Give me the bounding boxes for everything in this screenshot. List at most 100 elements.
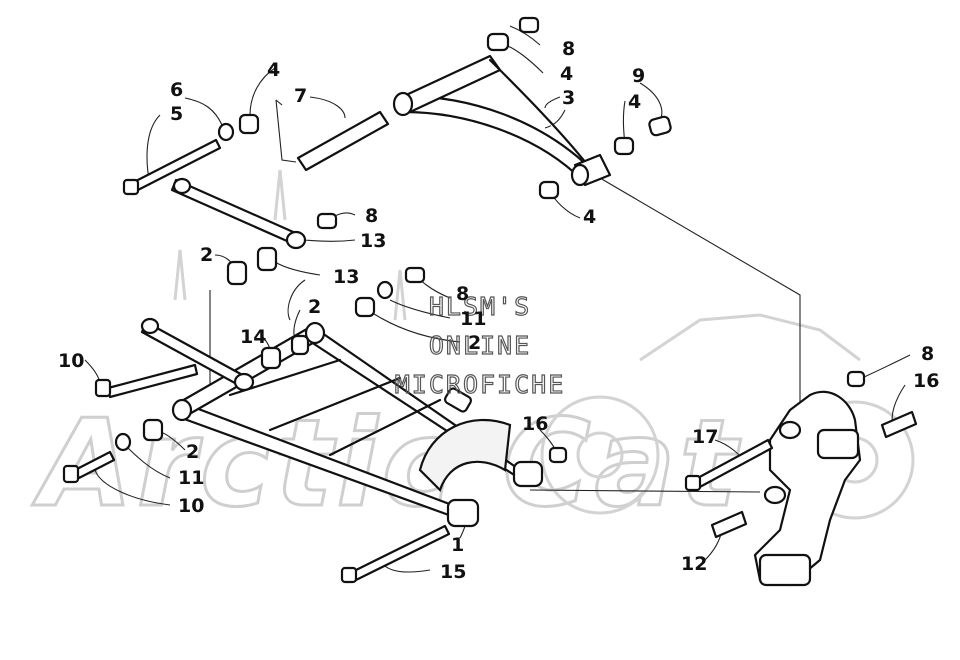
lower-arm-ball-joint-2 [512,460,544,488]
washer-6[interactable] [217,122,235,142]
washer-11-low[interactable] [114,432,132,452]
callout-11-center[interactable]: 11 [460,308,486,330]
callout-9[interactable]: 9 [632,65,645,87]
bushing-4-top[interactable] [486,32,510,52]
lower-arm-pivot-rear [304,321,326,345]
bushing-4-right[interactable] [613,136,635,156]
bushing-2-mid[interactable] [290,334,310,356]
bushing-4-bottom[interactable] [538,180,560,200]
callout-10-top[interactable]: 10 [58,350,84,372]
bolt-16-top[interactable] [880,410,918,439]
lower-arm-brace-b [268,376,402,432]
bolt-17-head [684,474,702,492]
logo-watermark: Arctic Cat [31,169,915,536]
link-13-top-eye-b [285,230,307,250]
leader-10-low [94,469,171,506]
callout-13-low[interactable]: 14 [240,326,266,348]
leader-8-right [861,354,911,379]
upper-arm-ball-eye [570,163,590,187]
leader-7 [309,96,346,119]
callout-15[interactable]: 16 [522,413,548,435]
lower-arm-pivot-front [171,398,193,422]
watermark-line-1: HLSM'S [429,292,531,321]
callout-8-center[interactable]: 8 [456,283,469,305]
callout-labels: 8 4 3 9 4 4 4 7 6 5 8 13 2 13 2 14 8 11 … [58,38,939,583]
sleeve-13-low[interactable] [260,346,282,370]
callout-17[interactable]: 17 [692,426,718,448]
link-13-low-eye-b [233,372,255,392]
bolt-10-top-head [94,378,112,398]
bushing-2-center[interactable] [354,296,376,318]
leader-13-top [299,239,356,242]
watermark-hub-left [576,431,624,479]
bushing-4-left[interactable] [238,113,260,135]
callout-11-low[interactable]: 11 [178,467,204,489]
watermark-wheel-left [540,395,660,515]
nut-8-mid[interactable] [316,212,338,230]
leader-lines [84,25,911,573]
callout-13-top[interactable]: 13 [360,230,386,252]
callout-1[interactable]: 1 [451,534,464,556]
bolt-5-head [122,178,140,196]
nut-15[interactable] [548,446,568,464]
bolt-16-low[interactable] [710,510,748,539]
callout-12[interactable]: 13 [333,266,359,288]
callout-10-low[interactable]: 10 [178,495,204,517]
lower-hardware [62,246,568,584]
callout-4-top[interactable]: 4 [560,63,573,85]
leader-11-center [389,299,451,319]
callout-2-mid[interactable]: 2 [308,296,321,318]
lower-arm-ball-joint-1 [446,498,480,528]
callout-7[interactable]: 7 [294,85,307,107]
washer-11-center[interactable] [376,280,394,300]
callout-4-bottom[interactable]: 4 [583,206,596,228]
bolt-14-head [340,566,358,584]
bushing-2-low[interactable] [142,418,164,442]
leader-6 [184,97,223,126]
callout-3[interactable]: 3 [562,87,575,109]
site-watermark: HLSM'S ONLINE MICROFICHE [394,291,564,399]
leader-lower-arm-to-spindle [529,489,761,493]
callout-8-mid[interactable]: 8 [365,205,378,227]
sleeve-9[interactable] [648,115,672,137]
lower-arm-tab [443,387,473,413]
callout-2-center[interactable]: 2 [468,332,481,354]
lower-arm-shock-mount [418,418,512,493]
leader-2-center [367,309,461,343]
sleeve-12[interactable] [256,246,278,272]
bolt-10-top[interactable] [106,363,199,399]
knuckle-upper-mount [816,428,860,460]
callout-6[interactable]: 6 [170,79,183,101]
callout-14[interactable]: 15 [440,561,466,583]
callout-2-top[interactable]: 2 [200,244,213,266]
spindle-knuckle[interactable] [684,370,918,587]
link-13-low-eye-a [140,317,160,335]
knuckle-eye-lower [763,485,787,505]
leader-12 [274,261,321,276]
leader-zigzag-b [275,99,297,163]
lower-arm-brace-c [328,398,442,457]
nut-8-top[interactable] [518,16,540,34]
callout-16-top[interactable]: 16 [913,370,939,392]
leader-zigzag-a [275,99,283,106]
callout-8-right[interactable]: 8 [921,343,934,365]
sleeve-7[interactable] [296,110,390,172]
callout-16-low[interactable]: 12 [681,553,707,575]
bushing-2-top[interactable] [226,260,248,286]
nut-8-right[interactable] [846,370,866,388]
callout-4-right[interactable]: 4 [628,91,641,113]
nut-8-center[interactable] [404,266,426,284]
upper-arm-web [488,58,592,170]
leader-8-top [509,25,541,46]
upper-arm-pivot-front [392,91,414,117]
leader-3b [544,109,566,129]
callout-2-low[interactable]: 2 [186,441,199,463]
callout-8-top[interactable]: 8 [562,38,575,60]
upper-a-arm[interactable] [392,54,612,187]
lower-a-arm[interactable] [171,321,544,528]
callout-5[interactable]: 5 [170,103,183,125]
link-13-top-eye-a [172,177,192,195]
callout-4-left[interactable]: 4 [267,59,280,81]
